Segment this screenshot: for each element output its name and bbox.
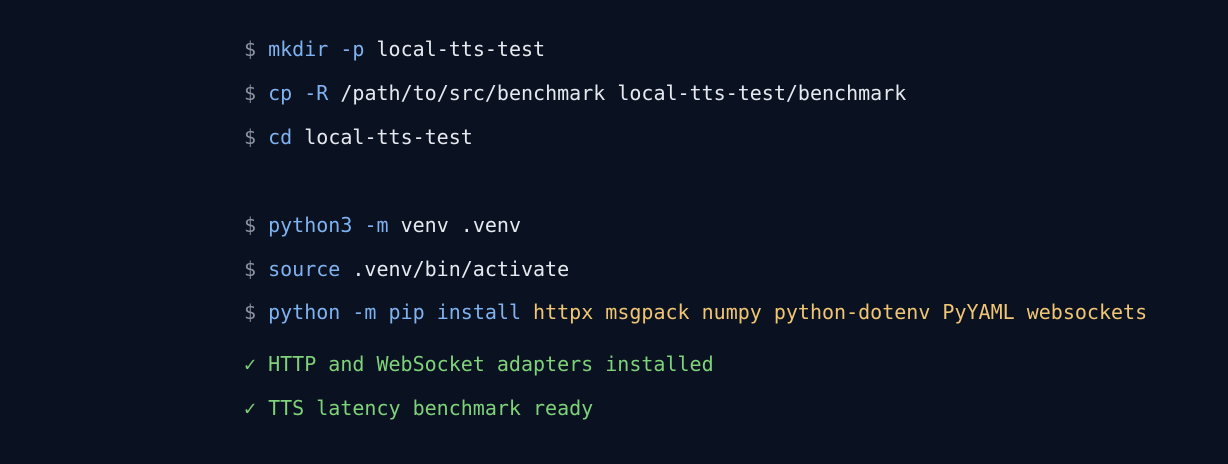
command-args: venv .venv	[400, 213, 521, 237]
command-args: /path/to/src/benchmark local-tts-test/be…	[340, 81, 907, 105]
command-line-cd: $ cd local-tts-test	[244, 124, 473, 150]
command-name: mkdir	[268, 37, 329, 61]
command-line-cp: $ cp -R /path/to/src/benchmark local-tts…	[244, 80, 906, 106]
output-text: HTTP and WebSocket adapters installed	[268, 352, 714, 376]
prompt-symbol: $	[244, 125, 257, 149]
package-list: httpx msgpack numpy python-dotenv PyYAML…	[533, 300, 1148, 324]
command-flag: -m	[352, 300, 377, 324]
prompt-symbol: $	[244, 213, 257, 237]
command-line-source: $ source .venv/bin/activate	[244, 256, 569, 282]
command-args: local-tts-test	[304, 125, 473, 149]
command-args: .venv/bin/activate	[352, 257, 570, 281]
command-line-pip-install: $ python -m pip install httpx msgpack nu…	[244, 299, 1147, 325]
command-subcommand: pip install	[388, 300, 521, 324]
command-args: local-tts-test	[376, 37, 546, 61]
command-name: source	[268, 257, 341, 281]
prompt-symbol: $	[244, 37, 257, 61]
command-line-mkdir: $ mkdir -p local-tts-test	[244, 36, 545, 62]
command-flag: -p	[340, 37, 365, 61]
command-line-venv: $ python3 -m venv .venv	[244, 212, 521, 238]
command-flag: -R	[304, 81, 329, 105]
output-line-adapters: ✓ HTTP and WebSocket adapters installed	[244, 351, 714, 377]
command-name: cp	[268, 81, 293, 105]
command-name: python	[268, 300, 341, 324]
command-name: cd	[268, 125, 293, 149]
command-flag: -m	[364, 213, 389, 237]
command-name: python3	[268, 213, 353, 237]
output-text: TTS latency benchmark ready	[268, 396, 594, 420]
check-icon: ✓	[244, 396, 257, 420]
prompt-symbol: $	[244, 300, 257, 324]
prompt-symbol: $	[244, 257, 257, 281]
output-line-ready: ✓ TTS latency benchmark ready	[244, 395, 593, 421]
prompt-symbol: $	[244, 81, 257, 105]
check-icon: ✓	[244, 352, 257, 376]
